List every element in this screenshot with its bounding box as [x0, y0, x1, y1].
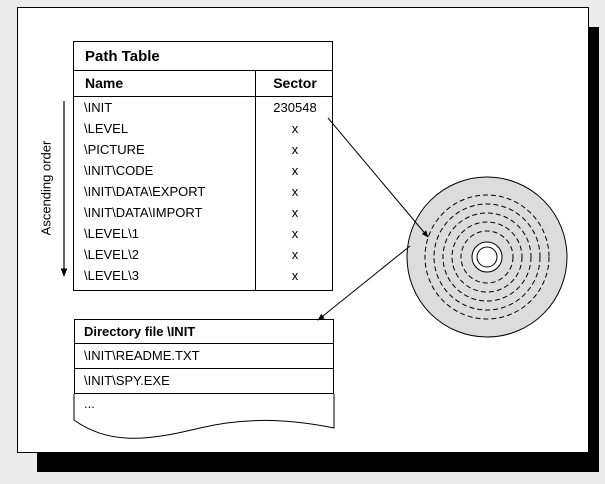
row-sector: x	[291, 226, 299, 241]
directory-file-torn-edge	[73, 394, 335, 439]
row-sector: x	[291, 184, 299, 199]
disc-icon	[406, 176, 568, 338]
list-item: \INIT\SPY.EXE	[74, 369, 334, 394]
table-row: \LEVEL x	[74, 118, 332, 139]
row-name: \PICTURE	[84, 142, 145, 157]
column-divider	[255, 71, 256, 290]
table-row: \LEVEL\1 x	[74, 223, 332, 244]
table-row: \INIT\DATA\EXPORT x	[74, 181, 332, 202]
table-row: \INIT 230548	[74, 97, 332, 118]
row-name: \INIT\DATA\EXPORT	[84, 184, 206, 199]
table-row: \LEVEL\3 x	[74, 265, 332, 286]
directory-file-title: Directory file \INIT	[74, 319, 334, 344]
row-name: \LEVEL	[84, 121, 129, 136]
row-sector: x	[291, 163, 299, 178]
column-sector-header: Sector	[273, 75, 317, 91]
directory-file: Directory file \INIT \INIT\README.TXT \I…	[74, 319, 334, 419]
sector-to-disc-arrow	[327, 117, 429, 238]
row-name: \INIT\CODE	[84, 163, 154, 178]
list-item: \INIT\README.TXT	[74, 344, 334, 369]
table-row: \INIT\DATA\IMPORT x	[74, 202, 332, 223]
column-name-header: Name	[85, 75, 124, 91]
directory-more-ellipsis: ...	[84, 396, 95, 411]
path-table-title: Path Table	[74, 42, 332, 71]
table-row: \PICTURE x	[74, 139, 332, 160]
path-table-header: Name Sector	[74, 71, 332, 97]
row-name: \LEVEL\3	[84, 268, 139, 283]
table-row: \INIT\CODE x	[74, 160, 332, 181]
row-name: \INIT\DATA\IMPORT	[84, 205, 203, 220]
row-sector: x	[291, 247, 299, 262]
row-sector: x	[291, 205, 299, 220]
row-sector: x	[291, 121, 299, 136]
path-table-rows: \INIT 230548 \LEVEL x \PICTURE x \INIT\CODE…	[74, 97, 332, 286]
row-sector: x	[291, 268, 299, 283]
path-table: Path Table Name Sector \INIT 230548 \LEVE…	[73, 41, 333, 291]
row-sector: x	[291, 142, 299, 157]
row-sector: 230548	[273, 100, 317, 115]
row-name: \LEVEL\1	[84, 226, 139, 241]
row-name: \LEVEL\2	[84, 247, 139, 262]
row-name: \INIT	[84, 100, 113, 115]
disc-to-directory-arrow	[317, 245, 411, 321]
table-row: \LEVEL\2 x	[74, 244, 332, 265]
